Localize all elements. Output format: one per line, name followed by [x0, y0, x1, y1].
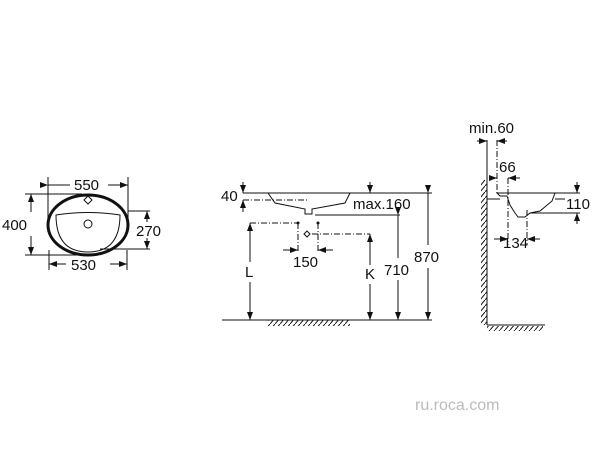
dim-400: 400	[2, 217, 27, 234]
dim-66: 66	[499, 159, 516, 176]
drain-icon	[83, 219, 93, 229]
dim-870: 870	[414, 249, 439, 266]
dim-40: 40	[221, 188, 238, 205]
label-k: K	[365, 266, 375, 283]
top-view: 550 400 270 530	[2, 177, 161, 274]
label-l: L	[245, 264, 253, 281]
side-view: min.60 66 134 110	[469, 120, 590, 331]
dim-710: 710	[384, 262, 409, 279]
dim-550: 550	[74, 177, 99, 194]
dim-134: 134	[503, 235, 528, 252]
dim-270: 270	[136, 223, 161, 240]
dim-max-160: max.160	[353, 196, 411, 213]
dim-min-60: min.60	[469, 120, 514, 137]
watermark-url: ru.roca.com	[415, 397, 499, 414]
front-view: 40 max.160 150 L K 710 870	[221, 182, 439, 326]
tap-hole-icon	[83, 195, 93, 205]
dim-150: 150	[293, 254, 318, 271]
dim-110: 110	[566, 196, 590, 213]
dim-530: 530	[71, 257, 96, 274]
